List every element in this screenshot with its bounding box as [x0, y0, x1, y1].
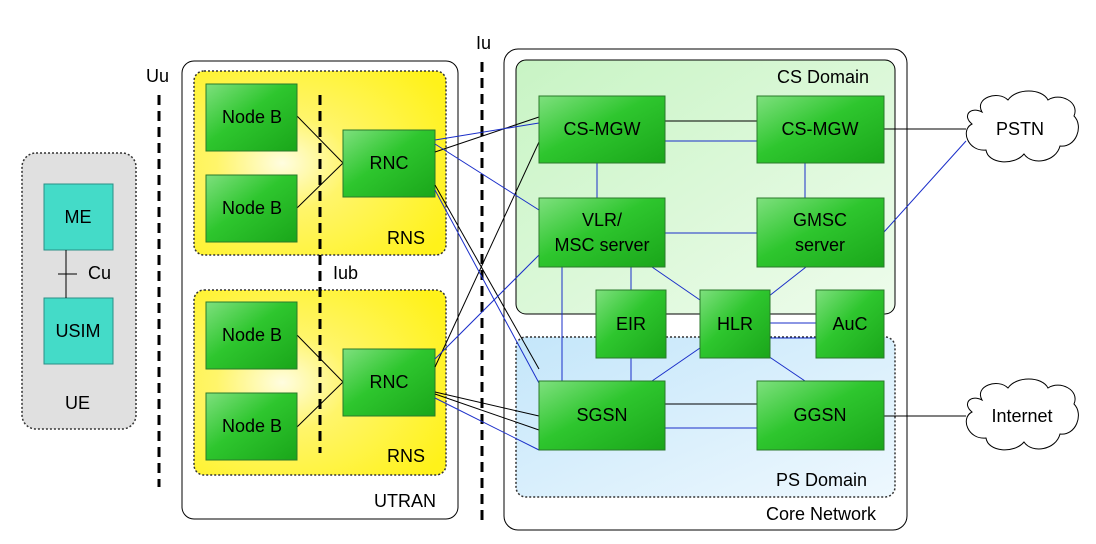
eir-node [595, 289, 667, 359]
core-link [651, 266, 701, 301]
sgsn-node [538, 380, 666, 451]
iu-ps-link [434, 397, 540, 451]
hlr-label: HLR [717, 314, 753, 334]
me-box [43, 183, 114, 251]
iu-cs-link [434, 393, 540, 431]
core-link [651, 347, 701, 382]
gmsc-label-2: server [795, 235, 845, 255]
pstn-label: PSTN [996, 119, 1044, 139]
iu-ps-link [434, 254, 540, 360]
iub-link [296, 115, 344, 164]
core-link [763, 266, 807, 301]
pstn-cloud: PSTN [965, 90, 1079, 163]
rnc-1 [342, 129, 436, 198]
uu-label: Uu [146, 66, 169, 86]
node-b-3-label: Node B [222, 325, 282, 345]
iu-ps-link [434, 189, 540, 384]
core-link [767, 355, 806, 382]
node-b-2-label: Node B [222, 198, 282, 218]
auc-node [815, 289, 885, 359]
usim-label: USIM [56, 321, 101, 341]
node-b-2 [205, 174, 298, 243]
ggsn-label: GGSN [793, 405, 846, 425]
cs-domain-label: CS Domain [777, 67, 869, 87]
iu-cs-link [434, 184, 540, 370]
pstn-link [883, 140, 967, 233]
iu-ps-link [434, 143, 540, 211]
vlr-msc-label-1: VLR/ [582, 210, 622, 230]
internet-cloud: Internet [965, 378, 1079, 451]
node-b-3 [205, 301, 298, 370]
cu-label: Cu [88, 263, 111, 283]
cs-mgw-2-label: CS-MGW [782, 119, 859, 139]
node-b-1-label: Node B [222, 107, 282, 127]
cs-mgw-1 [538, 95, 666, 164]
me-label: ME [65, 207, 92, 227]
rns-top-label: RNS [387, 228, 425, 248]
gmsc-server [756, 197, 885, 268]
ggsn-node [756, 380, 885, 451]
iu-cs-link [434, 116, 540, 153]
sgsn-label: SGSN [576, 405, 627, 425]
cs-mgw-1-label: CS-MGW [564, 119, 641, 139]
ps-domain [515, 336, 896, 498]
iub-link [296, 162, 344, 209]
hlr-node [699, 289, 771, 359]
cs-mgw-2 [756, 95, 885, 164]
ps-domain-label: PS Domain [776, 470, 867, 490]
utran-label: UTRAN [374, 491, 436, 511]
iub-label: Iub [333, 263, 358, 283]
internet-label: Internet [991, 406, 1052, 426]
node-b-4-label: Node B [222, 416, 282, 436]
ue-label: UE [65, 393, 90, 413]
usim-box [43, 297, 114, 365]
vlr-msc-server [538, 197, 666, 268]
node-b-1 [205, 83, 298, 152]
iu-ps-link [434, 391, 540, 417]
eir-label: EIR [616, 314, 646, 334]
rns-bottom-label: RNS [387, 446, 425, 466]
node-b-4 [205, 392, 298, 461]
core-network-label: Core Network [766, 504, 877, 524]
auc-label: AuC [832, 314, 867, 334]
iu-label: Iu [476, 33, 491, 53]
iu-cs-link [434, 122, 540, 141]
rnc-2 [342, 348, 436, 417]
gmsc-label-1: GMSC [793, 210, 847, 230]
rnc-2-label: RNC [370, 372, 409, 392]
iu-cs-link [434, 141, 540, 368]
vlr-msc-label-2: MSC server [554, 235, 649, 255]
rnc-1-label: RNC [370, 153, 409, 173]
